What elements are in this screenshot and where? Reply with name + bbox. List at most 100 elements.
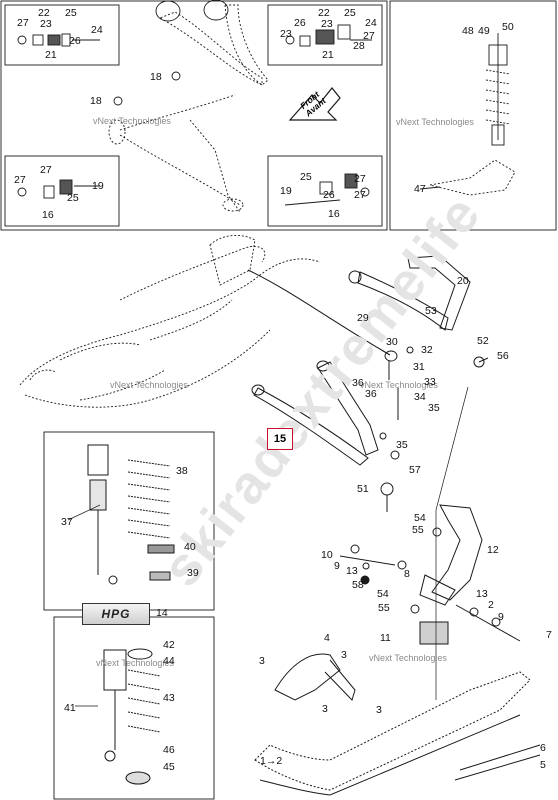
callout-7[interactable]: 7 — [546, 629, 552, 641]
watermark: vNext Technologies — [93, 116, 171, 126]
ball-joint-top-2 — [203, 0, 229, 21]
bushing-parts-bl — [17, 179, 100, 199]
callout-30[interactable]: 30 — [386, 336, 398, 348]
callout-1-arrow-2[interactable]: 1→2 — [260, 755, 283, 767]
callout-14[interactable]: 14 — [156, 607, 168, 619]
callout-25[interactable]: 25 — [300, 171, 312, 183]
callout-21[interactable]: 21 — [322, 49, 334, 61]
callout-27[interactable]: 27 — [354, 173, 366, 185]
callout-31[interactable]: 31 — [413, 361, 425, 373]
hpg-badge: HPG — [82, 603, 150, 625]
upper-a-arm-right — [348, 255, 471, 331]
hpg-inset-frame — [53, 616, 215, 800]
callout-43[interactable]: 43 — [163, 692, 175, 704]
callout-46[interactable]: 46 — [163, 744, 175, 756]
leader-lines — [67, 386, 469, 707]
callout-49[interactable]: 49 — [478, 25, 490, 37]
callout-42[interactable]: 42 — [163, 639, 175, 651]
callout-56[interactable]: 56 — [497, 350, 509, 362]
callout-40[interactable]: 40 — [184, 541, 196, 553]
callout-41[interactable]: 41 — [64, 702, 76, 714]
shock-absorber-top — [419, 33, 516, 196]
callout-27[interactable]: 27 — [363, 30, 375, 42]
upper-arm-inset-frame — [0, 0, 388, 231]
callout-3[interactable]: 3 — [376, 704, 382, 716]
callout-16[interactable]: 16 — [328, 208, 340, 220]
callout-18[interactable]: 18 — [90, 95, 102, 107]
callout-35[interactable]: 35 — [428, 402, 440, 414]
callout-44[interactable]: 44 — [163, 655, 175, 667]
callout-19[interactable]: 19 — [280, 185, 292, 197]
callout-9[interactable]: 9 — [498, 611, 504, 623]
callout-17[interactable]: 27 — [40, 164, 52, 176]
callout-53[interactable]: 53 — [425, 305, 437, 317]
callout-28[interactable]: 28 — [353, 40, 365, 52]
callout-22[interactable]: 22 — [318, 7, 330, 19]
callout-27[interactable]: 27 — [17, 17, 29, 29]
callout-45[interactable]: 45 — [163, 761, 175, 773]
callout-10[interactable]: 10 — [321, 549, 333, 561]
bolt-18-top — [171, 71, 181, 81]
callout-23[interactable]: 23 — [40, 18, 52, 30]
callout-20[interactable]: 20 — [457, 275, 469, 287]
callout-23[interactable]: 23 — [280, 28, 292, 40]
callout-47[interactable]: 47 — [414, 183, 426, 195]
callout-39[interactable]: 39 — [187, 567, 199, 579]
callout-12[interactable]: 12 — [487, 544, 499, 556]
callout-13[interactable]: 13 — [476, 588, 488, 600]
callout-2[interactable]: 2 — [488, 599, 494, 611]
callout-8[interactable]: 8 — [404, 568, 410, 580]
callout-55[interactable]: 55 — [378, 602, 390, 614]
callout-18[interactable]: 18 — [150, 71, 162, 83]
callout-6[interactable]: 6 — [540, 742, 546, 754]
callout-38[interactable]: 38 — [176, 465, 188, 477]
callout-58[interactable]: 58 — [352, 579, 364, 591]
watermark: vNext Technologies — [369, 653, 447, 663]
callout-51[interactable]: 51 — [357, 483, 369, 495]
callout-26[interactable]: 26 — [69, 35, 81, 47]
callout-13[interactable]: 13 — [346, 565, 358, 577]
callout-23[interactable]: 23 — [321, 18, 333, 30]
callout-26[interactable]: 26 — [294, 17, 306, 29]
bushing-detail-box-br — [267, 155, 383, 227]
callout-55[interactable]: 55 — [412, 524, 424, 536]
callout-24[interactable]: 24 — [365, 17, 377, 29]
callout-33[interactable]: 33 — [424, 376, 436, 388]
callout-54[interactable]: 54 — [377, 588, 389, 600]
callout-36[interactable]: 36 — [365, 388, 377, 400]
callout-16[interactable]: 16 — [42, 209, 54, 221]
callout-48[interactable]: 48 — [462, 25, 474, 37]
bushing-detail-box-bl — [4, 155, 120, 227]
callout-11[interactable]: 11 — [380, 632, 391, 644]
callout-54[interactable]: 54 — [414, 512, 426, 524]
callout-26[interactable]: 26 — [323, 189, 335, 201]
callout-5[interactable]: 5 — [540, 759, 546, 771]
callout-15-highlighted[interactable]: 15 — [267, 428, 293, 450]
callout-36[interactable]: 36 — [352, 377, 364, 389]
callout-34[interactable]: 34 — [414, 391, 426, 403]
callout-3[interactable]: 3 — [259, 655, 265, 667]
callout-4[interactable]: 4 — [324, 632, 330, 644]
callout-24[interactable]: 24 — [91, 24, 103, 36]
callout-19[interactable]: 19 — [92, 180, 104, 192]
callout-37[interactable]: 37 — [61, 516, 73, 528]
callout-3[interactable]: 3 — [341, 649, 347, 661]
callout-27[interactable]: 27 — [14, 174, 26, 186]
callout-3[interactable]: 3 — [322, 703, 328, 715]
callout-25[interactable]: 25 — [67, 192, 79, 204]
callout-25[interactable]: 25 — [344, 7, 356, 19]
callout-35[interactable]: 35 — [396, 439, 408, 451]
fasteners — [339, 346, 521, 642]
shock-inset-frame — [389, 0, 557, 231]
callout-22[interactable]: 22 — [38, 7, 50, 19]
callout-29[interactable]: 29 — [357, 312, 369, 324]
callout-27[interactable]: 27 — [354, 189, 366, 201]
callout-52[interactable]: 52 — [477, 335, 489, 347]
callout-9[interactable]: 9 — [334, 560, 340, 572]
bushing-parts-tl — [17, 33, 100, 47]
callout-21[interactable]: 21 — [45, 49, 57, 61]
callout-57[interactable]: 57 — [409, 464, 421, 476]
callout-32[interactable]: 32 — [421, 344, 433, 356]
callout-50[interactable]: 50 — [502, 21, 514, 33]
callout-25[interactable]: 25 — [65, 7, 77, 19]
